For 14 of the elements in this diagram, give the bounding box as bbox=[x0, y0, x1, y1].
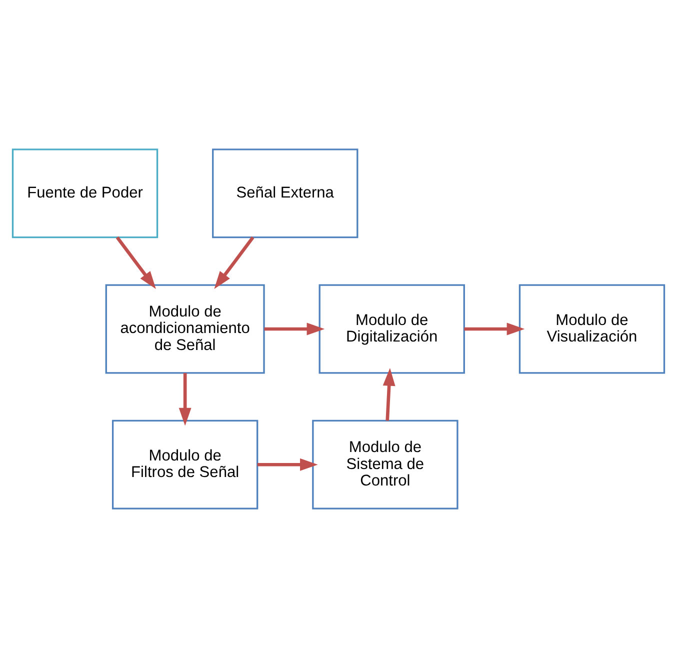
arrow bbox=[257, 458, 318, 470]
node-box: Fuente de Poder bbox=[12, 148, 158, 238]
node-box: Modulo de Visualización bbox=[518, 284, 666, 374]
arrow bbox=[178, 372, 192, 426]
arrow bbox=[116, 236, 156, 289]
node-box: Modulo de acondicionamiento de Señal bbox=[105, 284, 265, 374]
node-box: Modulo de Digitalización bbox=[318, 284, 465, 374]
node-box: Modulo de Filtros de Señal bbox=[112, 419, 258, 509]
arrow bbox=[382, 368, 396, 420]
node-box: Señal Externa bbox=[212, 148, 358, 238]
arrow bbox=[264, 322, 325, 335]
arrow bbox=[464, 322, 525, 335]
arrow bbox=[214, 236, 254, 289]
node-box: Modulo de Sistema de Control bbox=[312, 419, 458, 509]
